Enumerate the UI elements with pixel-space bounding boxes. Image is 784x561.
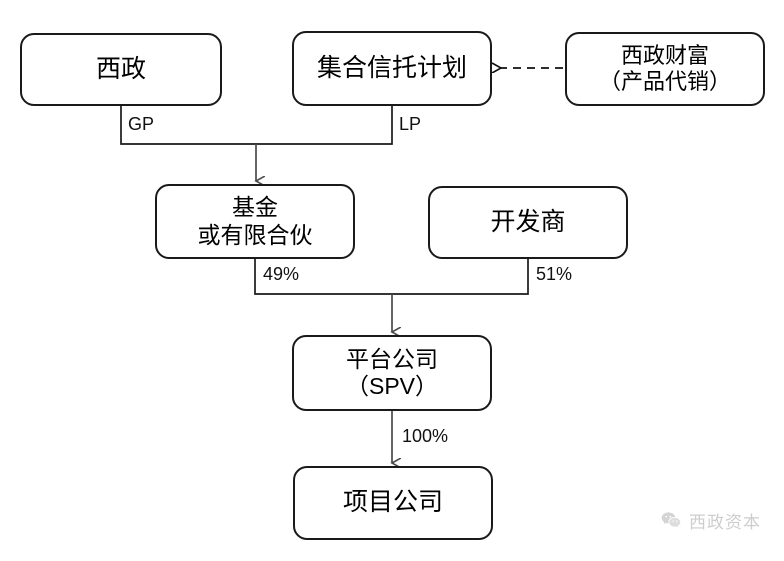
node-fund-line1: 基金 xyxy=(232,194,278,221)
node-fund-line2: 或有限合伙 xyxy=(197,221,313,248)
node-developer-line1: 开发商 xyxy=(490,207,566,236)
node-fund[interactable]: 基金 或有限合伙 xyxy=(155,184,355,259)
node-xizheng-wealth-line2: （产品代销） xyxy=(598,69,731,94)
node-xizheng[interactable]: 西政 xyxy=(20,33,222,106)
edge-label-fund-share: 49% xyxy=(263,264,300,284)
node-spv-line2: （SPV） xyxy=(345,373,439,399)
watermark: 西政资本 xyxy=(660,508,761,533)
edge-label-lp: LP xyxy=(399,114,422,134)
edge-label-gp: GP xyxy=(128,114,155,134)
node-platform-company-spv[interactable]: 平台公司 （SPV） xyxy=(292,335,492,411)
node-developer[interactable]: 开发商 xyxy=(428,186,628,259)
node-xizheng-line1: 西政 xyxy=(95,54,146,83)
node-spv-line1: 平台公司 xyxy=(346,345,438,372)
edge-gp-lp-to-fund xyxy=(120,106,393,181)
wechat-icon xyxy=(661,511,681,527)
edge-label-spv-share: 100% xyxy=(402,426,449,446)
node-trust-plan-line1: 集合信托计划 xyxy=(316,53,467,82)
node-project-company-line1: 项目公司 xyxy=(342,488,443,517)
node-project-company[interactable]: 项目公司 xyxy=(293,466,493,540)
edge-label-developer-share: 51% xyxy=(536,264,573,284)
node-xizheng-wealth[interactable]: 西政财富 （产品代销） xyxy=(565,32,765,106)
node-trust-plan[interactable]: 集合信托计划 xyxy=(292,31,492,106)
node-xizheng-wealth-line1: 西政财富 xyxy=(620,43,709,69)
watermark-text: 西政资本 xyxy=(689,513,761,532)
